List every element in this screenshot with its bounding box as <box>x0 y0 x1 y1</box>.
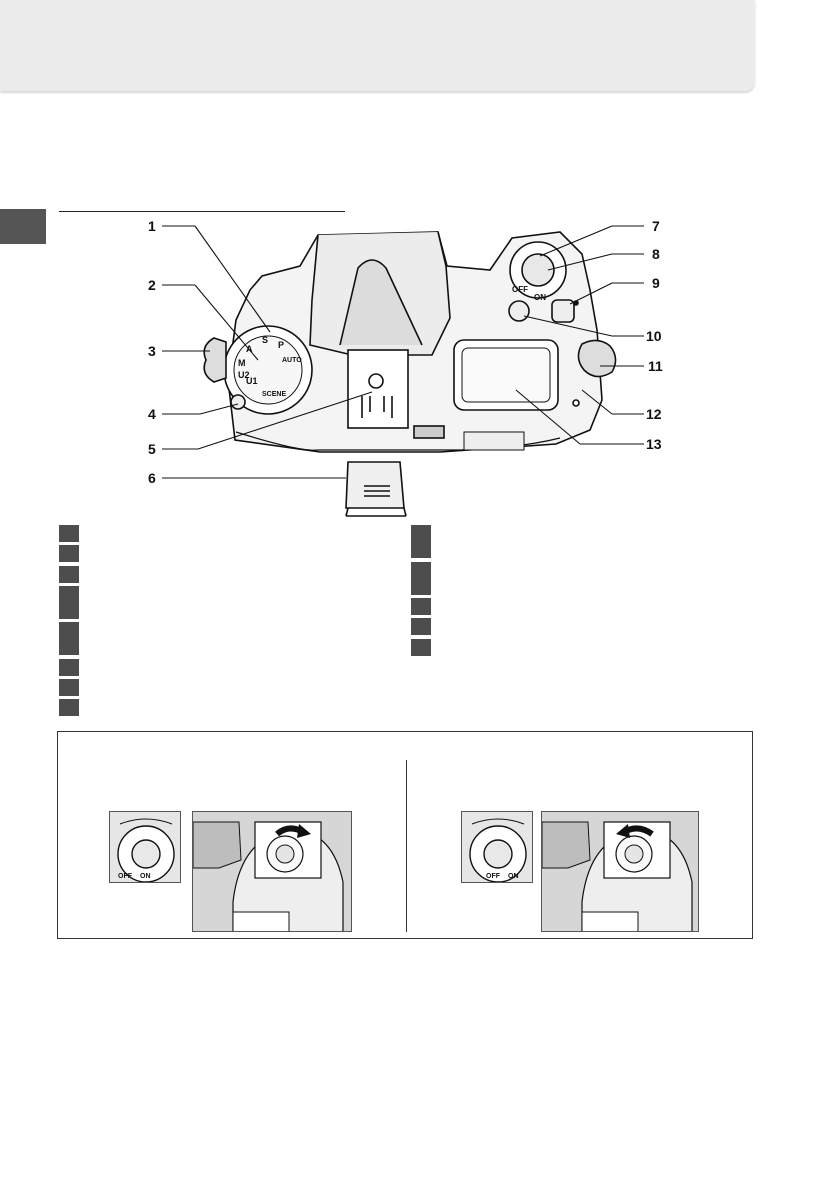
main-command-dial <box>413 425 445 439</box>
shutter-release-button <box>521 253 555 287</box>
callout-8: 8 <box>652 246 660 262</box>
grip-base <box>463 431 525 451</box>
prism-inner <box>339 259 423 346</box>
dial-label-p: P <box>278 340 284 350</box>
shoe-cover <box>345 461 405 509</box>
svg-text:ON: ON <box>508 873 519 880</box>
callout-6: 6 <box>148 470 156 486</box>
callout-2: 2 <box>148 277 156 293</box>
dial-label-m: M <box>238 358 246 368</box>
dial-label-scene: SCENE <box>262 391 286 398</box>
callout-9: 9 <box>652 275 660 291</box>
callout-10: 10 <box>646 328 662 344</box>
strap-eyelet-left <box>203 337 227 383</box>
camera-top-view-figure: A S P M U1 U2 AUTO SCENE OFF ON <box>162 225 644 517</box>
camera-photo-turn-on <box>192 811 352 932</box>
callout-3: 3 <box>148 343 156 359</box>
legend-marker <box>59 566 79 583</box>
svg-text:ON: ON <box>140 873 151 880</box>
accessory-shoe <box>347 349 409 429</box>
legend-marker <box>411 562 431 595</box>
svg-text:OFF: OFF <box>486 873 501 880</box>
legend-marker <box>59 699 79 716</box>
section-heading-rule <box>59 211 345 212</box>
callout-12: 12 <box>646 406 662 422</box>
dial-label-a: A <box>246 344 253 354</box>
callout-4: 4 <box>148 406 156 422</box>
callout-13: 13 <box>646 436 662 452</box>
power-switch-info-box: OFF ON OFF ON <box>57 731 753 939</box>
exposure-compensation-button <box>551 299 575 323</box>
callout-1: 1 <box>148 218 156 234</box>
legend-marker <box>411 639 431 656</box>
camera-photo-turn-off <box>541 811 699 932</box>
dial-label-u1: U1 <box>246 376 258 386</box>
box-divider <box>406 760 407 932</box>
dial-label-auto: AUTO <box>282 357 302 364</box>
legend-marker <box>59 679 79 696</box>
legend-marker <box>411 618 431 635</box>
dial-label-s: S <box>262 335 268 345</box>
callout-5: 5 <box>148 441 156 457</box>
strap-eyelet-right <box>577 339 617 378</box>
flash-button <box>230 394 246 410</box>
svg-text:OFF: OFF <box>118 873 133 880</box>
callout-11: 11 <box>648 358 663 374</box>
legend-marker <box>59 622 79 655</box>
callout-7: 7 <box>652 218 660 234</box>
legend-marker <box>59 525 79 542</box>
header-band <box>0 0 755 91</box>
legend-marker <box>59 586 79 619</box>
dial-label-u2: U2 <box>238 370 250 380</box>
legend-marker <box>59 659 79 676</box>
metering-button <box>508 300 530 322</box>
shoe-contact-icon <box>368 373 384 389</box>
camera-base <box>235 431 561 451</box>
switch-closeup-off: OFF ON <box>461 811 533 883</box>
legend-marker <box>411 525 431 558</box>
switch-label-on: ON <box>534 293 546 302</box>
switch-closeup-on: OFF ON <box>109 811 181 883</box>
legend-marker <box>411 598 431 615</box>
chapter-tab <box>0 209 46 244</box>
legend-marker <box>59 545 79 562</box>
switch-label-off: OFF <box>512 285 528 294</box>
